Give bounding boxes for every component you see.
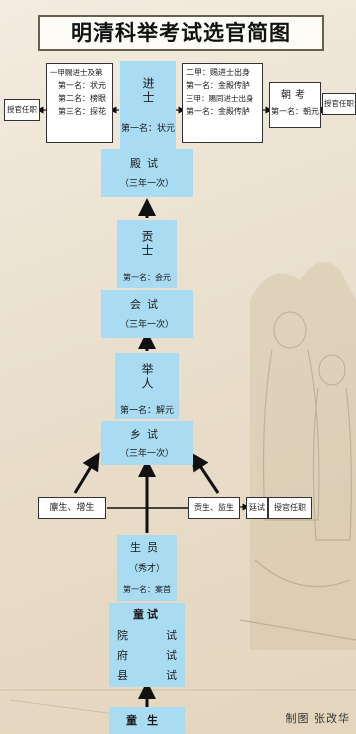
- shengyuan-first-place: 第一名：案首: [123, 585, 171, 594]
- second-third-tier-box: 二甲：赐进士出身 第一名：金殿传胪 三甲：赐同进士出身 第一名：金殿传胪: [182, 63, 263, 143]
- juren-box: 举人 第一名：解元: [115, 353, 179, 419]
- gongshi-box: 贡士 第一名：会元: [117, 220, 177, 288]
- xianshi-left-char: 县: [117, 669, 128, 682]
- jinshi-label: 进士: [141, 77, 155, 105]
- chaokao-box: 朝考 第一名：朝元: [269, 82, 321, 128]
- huishi-box: 会试 （三年一次）: [101, 290, 193, 338]
- yuanshi-row: 院 试: [109, 626, 185, 646]
- left-appointment-box: 授官任职: [4, 99, 40, 121]
- shengyuan-box: 生员 （秀才） 第一名：案首: [117, 535, 177, 601]
- third-tier-first-line: 第一名：金殿传胪: [186, 107, 250, 116]
- fushi-left-char: 府: [117, 649, 128, 662]
- first-tier-line-3: 第二名：榜眼: [58, 94, 106, 103]
- huishi-label: 会试: [130, 298, 164, 311]
- xianshi-row: 县 试: [109, 666, 185, 686]
- xiangshi-frequency: （三年一次）: [119, 449, 174, 459]
- huishi-frequency: （三年一次）: [119, 320, 174, 330]
- fushi-row: 府 试: [109, 646, 185, 666]
- linsheng-zengsheng-box: 廪生、增生: [38, 497, 106, 519]
- xianshi-right-char: 试: [166, 669, 177, 682]
- chart-credit: 制图 张改华: [285, 712, 350, 725]
- right-appointment-box: 授官任职: [322, 93, 356, 115]
- tongshi-title: 童试: [133, 608, 161, 621]
- tongshi-box: 童试 院 试 府 试 县 试: [109, 603, 185, 687]
- gongsheng-jiansheng-box: 贡生、监生: [188, 497, 240, 519]
- jinshi-first-place: 第一名：状元: [120, 124, 175, 134]
- first-tier-box: 一甲赐进士及第 第一名：状元 第二名：榜眼 第三名：探花: [46, 63, 113, 143]
- gongshi-first-place: 第一名：会元: [123, 273, 171, 282]
- dianshi-frequency: （三年一次）: [119, 179, 174, 189]
- dianshi-box: 殿试 （三年一次）: [101, 149, 193, 197]
- yuanshi-left-char: 院: [117, 629, 128, 642]
- second-tier-line: 二甲：赐进士出身: [186, 68, 250, 77]
- dianshi-label: 殿试: [130, 157, 164, 170]
- fushi-right-char: 试: [166, 649, 177, 662]
- page-title: 明清科举考试选官简图: [38, 15, 324, 51]
- gongshi-label: 贡士: [140, 230, 154, 258]
- xiangshi-box: 乡试 （三年一次）: [101, 421, 193, 465]
- first-tier-line-4: 第三名：探花: [58, 107, 106, 116]
- chaokao-first-place: 第一名：朝元: [271, 107, 319, 116]
- tingshi-appointment-box: 授官任职: [268, 497, 312, 519]
- yuanshi-right-char: 试: [166, 629, 177, 642]
- third-tier-line: 三甲：赐同进士出身: [186, 94, 254, 103]
- juren-label: 举人: [140, 363, 154, 391]
- second-tier-first-line: 第一名：金殿传胪: [186, 81, 250, 90]
- shengyuan-alias: （秀才）: [128, 564, 165, 574]
- jinshi-box: 进士 第一名：状元: [120, 61, 176, 149]
- xiangshi-label: 乡试: [130, 428, 164, 441]
- chaokao-label: 朝考: [281, 90, 309, 101]
- first-tier-line-2: 第一名：状元: [58, 81, 106, 90]
- tongsheng-box: 童生: [109, 707, 185, 734]
- first-tier-line-1: 一甲赐进士及第: [50, 68, 103, 77]
- shengyuan-label: 生员: [130, 541, 164, 554]
- tingshi-box: 廷试: [246, 497, 268, 519]
- juren-first-place: 第一名：解元: [119, 406, 174, 416]
